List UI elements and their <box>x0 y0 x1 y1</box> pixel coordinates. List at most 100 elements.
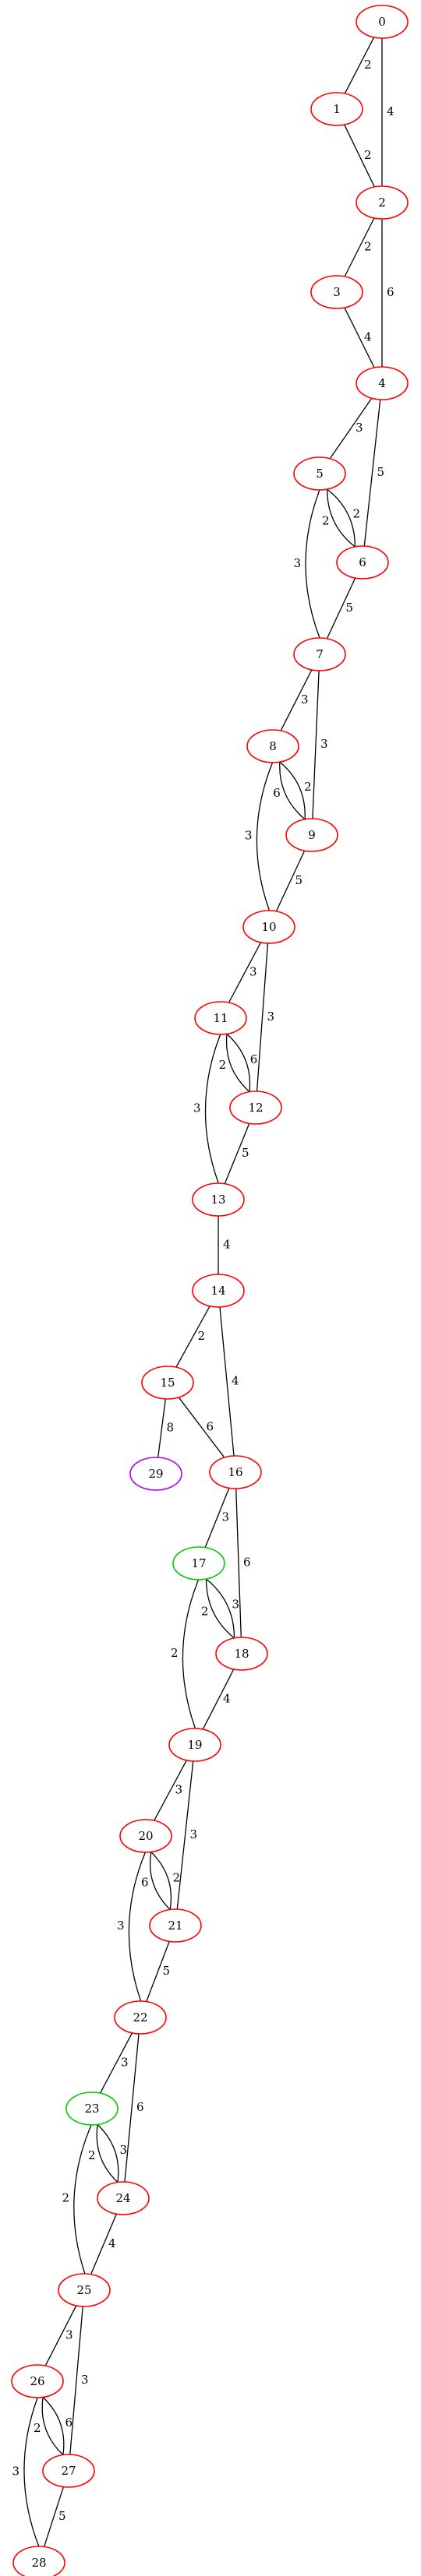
node-label-15: 15 <box>160 1376 175 1390</box>
node-label-4: 4 <box>378 376 386 390</box>
edge-label-4-5: 3 <box>356 421 363 435</box>
edge-26-27 <box>43 2398 64 2455</box>
edge-label-15-16: 6 <box>207 1420 214 1434</box>
edge-label-5-6: 2 <box>322 513 330 527</box>
edge-label-11-12: 6 <box>250 1052 258 1066</box>
edge-label-20-21: 2 <box>172 1870 180 1884</box>
edge-label-16-17: 3 <box>222 1510 230 1524</box>
node-23: 23 <box>66 2092 118 2125</box>
node-21: 21 <box>150 1909 201 1942</box>
node-29: 29 <box>130 1457 182 1490</box>
edge-label-8-10: 3 <box>245 829 253 843</box>
node-20: 20 <box>120 1820 172 1852</box>
edge-label-0-2: 4 <box>387 104 394 118</box>
node-28: 28 <box>13 2546 65 2576</box>
node-label-13: 13 <box>210 1193 225 1207</box>
edge-label-18-19: 4 <box>223 1692 231 1706</box>
node-4: 4 <box>356 367 408 400</box>
node-14: 14 <box>193 1274 244 1307</box>
edge-label-20-22: 3 <box>117 1919 125 1933</box>
node-27: 27 <box>43 2454 94 2487</box>
edge-label-10-11: 3 <box>249 965 257 979</box>
edge-label-0-1: 2 <box>364 58 372 72</box>
node-17: 17 <box>173 1547 225 1580</box>
edge-label-17-19: 2 <box>171 1646 179 1660</box>
edge-label-2-4: 6 <box>387 285 394 299</box>
node-label-27: 27 <box>61 2464 76 2478</box>
node-label-7: 7 <box>316 647 324 661</box>
edge-label-21-22: 5 <box>163 1964 171 1978</box>
node-label-3: 3 <box>333 285 341 299</box>
node-label-5: 5 <box>316 467 324 481</box>
edge-17-19 <box>182 1580 198 1728</box>
edge-label-23-24: 2 <box>88 2148 96 2162</box>
node-13: 13 <box>193 1183 244 1216</box>
edge-label-27-28: 5 <box>58 2509 66 2523</box>
edge-label-26-27: 2 <box>34 2421 41 2435</box>
node-label-8: 8 <box>269 739 277 753</box>
edge-label-17-18: 3 <box>232 1598 240 1612</box>
edge-label-23-25: 2 <box>62 2191 69 2205</box>
node-16: 16 <box>210 1456 261 1489</box>
node-label-19: 19 <box>187 1738 202 1752</box>
edge-7-9 <box>313 671 319 819</box>
edge-label-19-21: 3 <box>190 1827 198 1841</box>
edge-label-6-7: 5 <box>346 601 354 615</box>
node-label-9: 9 <box>308 828 316 842</box>
node-label-0: 0 <box>378 15 386 29</box>
node-11: 11 <box>195 1002 246 1034</box>
node-label-2: 2 <box>378 196 386 210</box>
edge-5-6 <box>327 489 356 547</box>
edge-label-12-13: 5 <box>242 1146 249 1160</box>
edge-label-16-18: 6 <box>243 1556 251 1570</box>
edge-16-18 <box>236 1489 242 1637</box>
node-label-12: 12 <box>248 1101 263 1115</box>
edge-23-24 <box>97 2125 119 2183</box>
node-6: 6 <box>337 546 388 579</box>
edge-4-5 <box>330 398 371 459</box>
node-24: 24 <box>97 2182 149 2215</box>
node-label-11: 11 <box>213 1011 228 1025</box>
node-8: 8 <box>247 730 299 763</box>
edge-26-28 <box>24 2398 39 2546</box>
node-label-25: 25 <box>76 2283 91 2297</box>
node-label-14: 14 <box>210 1284 225 1298</box>
edge-label-3-4: 4 <box>364 330 372 344</box>
nodes-layer: 0123456789101112131415161718192021222324… <box>12 5 408 2576</box>
node-22: 22 <box>115 2001 166 2034</box>
edge-20-21 <box>151 1852 172 1910</box>
edge-label-24-25: 4 <box>108 2236 116 2250</box>
node-25: 25 <box>58 2274 110 2306</box>
node-label-16: 16 <box>228 1465 242 1479</box>
edge-15-29 <box>158 1399 166 1457</box>
edge-label-26-28: 3 <box>12 2465 19 2479</box>
edge-label-10-12: 3 <box>267 1010 275 1024</box>
node-label-29: 29 <box>148 1467 163 1481</box>
edge-label-11-13: 3 <box>193 1101 201 1115</box>
edge-label-5-7: 3 <box>293 556 301 570</box>
edge-23-24 <box>97 2125 118 2183</box>
edge-5-6 <box>327 489 356 547</box>
node-label-6: 6 <box>359 555 366 569</box>
node-label-17: 17 <box>191 1556 206 1570</box>
edge-20-21 <box>150 1852 171 1910</box>
edge-5-7 <box>306 490 320 638</box>
node-19: 19 <box>169 1728 221 1761</box>
edge-label-14-16: 4 <box>232 1374 239 1388</box>
node-label-1: 1 <box>333 102 341 116</box>
node-5: 5 <box>294 457 345 490</box>
node-label-18: 18 <box>234 1647 249 1661</box>
node-2: 2 <box>356 186 408 219</box>
edge-23-25 <box>74 2125 91 2274</box>
node-9: 9 <box>286 819 338 851</box>
edge-label-4-6: 5 <box>377 465 385 479</box>
node-label-23: 23 <box>84 2102 99 2116</box>
edge-17-18 <box>207 1579 235 1638</box>
edge-label-25-26: 3 <box>65 2328 73 2342</box>
node-15: 15 <box>142 1366 193 1399</box>
edge-11-13 <box>205 1034 220 1183</box>
node-12: 12 <box>230 1091 281 1124</box>
node-26: 26 <box>12 2365 63 2398</box>
edge-label-25-27: 3 <box>81 2373 89 2387</box>
